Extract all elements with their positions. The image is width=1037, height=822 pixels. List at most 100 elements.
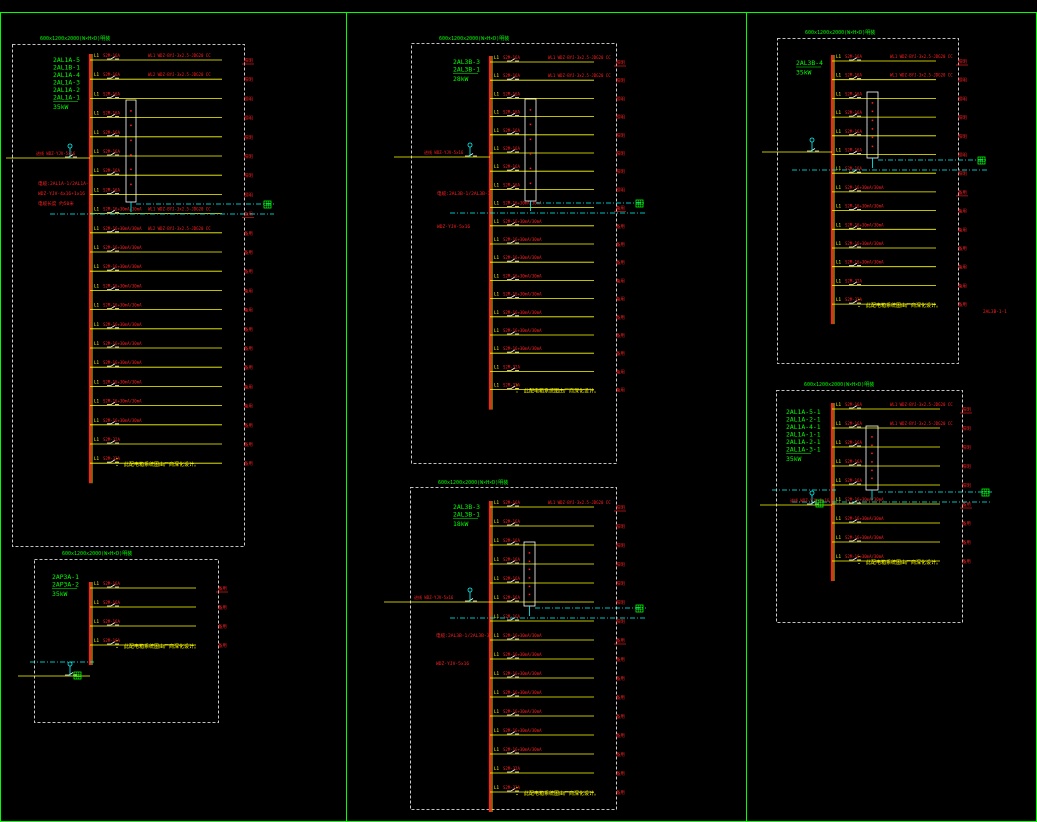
- breaker-label: S2M-16A: [845, 402, 862, 407]
- breaker-label: S2M-16A: [503, 614, 520, 619]
- feeder-label: WL1 WDZ-BYJ-3x2.5-JDG20 CC: [890, 73, 953, 78]
- breaker-label: S2M-32A: [103, 437, 120, 442]
- breaker-label: S2M-16A: [503, 164, 520, 169]
- breaker-symbol: [107, 584, 119, 588]
- phase-label: L1: [494, 576, 500, 581]
- panel-note: 此配电箱系统图由厂商深化设计。: [524, 388, 599, 395]
- feeder-label: WL1 WDZ-BYJ-3x2.5-JDG20 CC: [548, 500, 611, 505]
- controller-mark: ▪: [871, 451, 873, 456]
- panel-id: 2AP3A-1: [52, 573, 79, 581]
- meter-box: [635, 199, 644, 208]
- breaker-symbol: [507, 221, 519, 226]
- circuit-tag: 备用: [218, 585, 227, 592]
- panels-layer: 600x1200x2000(W×H×D)明装2AL1A-52AL1B-12AL1…: [6, 29, 1007, 812]
- breaker-symbol: [507, 655, 519, 659]
- breaker-label: S2M-16+30mA/30mA: [503, 633, 542, 638]
- breaker-label: S2M-16+30mA/30mA: [503, 219, 542, 224]
- breaker-symbol: [507, 636, 519, 640]
- phase-label: L1: [94, 130, 100, 135]
- breaker-label: S2M-16+30mA/30mA: [503, 328, 542, 333]
- phase-label: L1: [494, 766, 500, 771]
- breaker-symbol: [107, 420, 119, 425]
- controller-mark: ▪: [529, 122, 531, 127]
- ct-symbol: [809, 137, 815, 143]
- panel-id: 2AL3B-3: [453, 503, 480, 511]
- breaker-symbol: [107, 152, 119, 156]
- circuit-tag: 照明: [616, 115, 625, 121]
- phase-label: L1: [94, 379, 100, 384]
- breaker-symbol: [107, 267, 119, 271]
- phase-label: L1: [836, 554, 842, 559]
- breaker-label: S2M-16A: [845, 73, 862, 78]
- phase-label: L1: [836, 204, 842, 209]
- phase-label: L1: [494, 237, 500, 242]
- breaker-label: S2M-16A: [503, 91, 520, 96]
- side-note: WDZ-YJV-5x16: [436, 661, 469, 667]
- phase-label: L1: [94, 360, 100, 365]
- phase-label: L1: [494, 91, 500, 96]
- feeder-label: WL1 WDZ-BYJ-3x2.5-JDG20 CC: [548, 73, 611, 78]
- breaker-label: S2M-16A: [845, 440, 862, 445]
- circuit-tag: 照明: [958, 78, 967, 84]
- controller-mark: ▪: [130, 108, 132, 113]
- controller-mark: ▪: [871, 143, 873, 148]
- ct-symbol: [467, 587, 473, 593]
- circuit-tag: 备用: [244, 403, 253, 410]
- breaker-label: S2M-32A: [503, 766, 520, 771]
- panel-id: 2AL1A-2-1: [786, 438, 821, 446]
- circuit-tag: 备用: [218, 642, 227, 649]
- breaker-symbol: [849, 424, 861, 428]
- meter-box: [263, 200, 272, 209]
- phase-label: L1: [94, 303, 100, 308]
- breaker-symbol: [507, 693, 519, 697]
- circuit-tag: 备用: [616, 770, 625, 777]
- circuit-tag: 备用: [958, 226, 967, 233]
- controller-mark: ▪: [871, 109, 873, 114]
- circuit-tag: 备用: [616, 223, 625, 230]
- breaker-symbol: [107, 286, 119, 290]
- breaker-label: S2M-16+30mA/30mA: [845, 497, 884, 502]
- controller-mark: ▪: [130, 123, 132, 128]
- breaker-symbol: [507, 294, 519, 298]
- panel-id: 2AL1A-1-1: [786, 431, 821, 439]
- breaker-symbol: [507, 385, 519, 389]
- circuit-tag: 照明: [616, 505, 625, 511]
- breaker-label: S2M-16+30mA/30mA: [503, 709, 542, 714]
- panel-id: 2AL1A-4: [53, 71, 80, 79]
- circuit-tag: 备用: [616, 656, 625, 663]
- breaker-symbol: [465, 153, 477, 157]
- meter-icon: [635, 604, 644, 613]
- breaker-symbol: [849, 519, 861, 523]
- phase-label: L1: [494, 219, 500, 224]
- breaker-label: S2M-16+30mA/30mA: [845, 241, 884, 246]
- circuit-tag: 照明: [962, 464, 971, 470]
- circuit-tag: 照明: [962, 426, 971, 432]
- breaker-symbol: [107, 56, 119, 60]
- circuit-tag: 备用: [616, 350, 625, 357]
- breaker-label: S2M-32A: [845, 297, 862, 302]
- continuation-dots: ⋮: [854, 555, 864, 566]
- panel-id: 2AP3A-2: [52, 581, 79, 589]
- breaker-label: S2M-16+30mA/30mA: [103, 264, 142, 269]
- breaker-label: S2M-16+30mA/30mA: [845, 260, 884, 265]
- breaker-symbol: [507, 560, 519, 564]
- breaker-symbol: [107, 459, 119, 463]
- circuit-tag: 备用: [958, 282, 967, 289]
- circuit-tag: 照明: [616, 543, 625, 549]
- phase-label: L1: [94, 581, 100, 586]
- controller-mark: ▪: [529, 180, 531, 185]
- panel-power: 18kW: [453, 520, 469, 528]
- breaker-symbol: [507, 750, 519, 754]
- panel-enclosure: [34, 559, 219, 723]
- breaker-symbol: [507, 203, 519, 207]
- breaker-symbol: [107, 401, 119, 405]
- meter-box: [815, 499, 824, 508]
- breaker-symbol: [107, 603, 119, 607]
- controller-mark: ▪: [528, 575, 530, 580]
- breaker-symbol: [849, 206, 861, 210]
- phase-label: L1: [836, 278, 842, 283]
- circuit-tag: 备用: [616, 637, 625, 644]
- panel-enclosure: [777, 38, 959, 364]
- circuit-tag: 备用: [962, 558, 971, 565]
- breaker-symbol: [507, 349, 519, 353]
